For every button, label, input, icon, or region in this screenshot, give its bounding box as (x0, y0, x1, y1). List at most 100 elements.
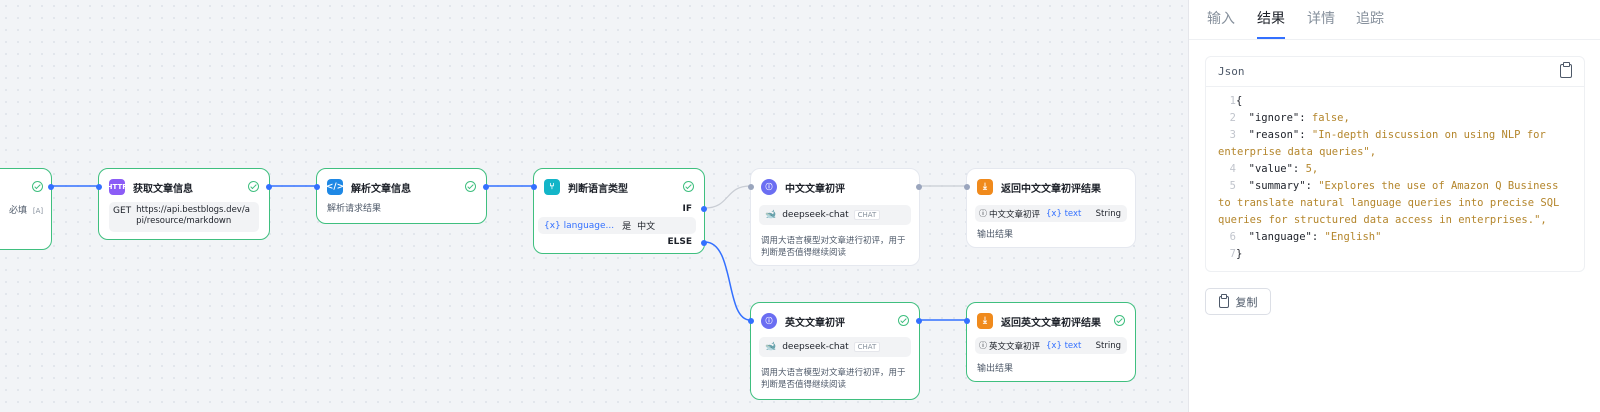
code-line: "value": 5, (1248, 163, 1319, 175)
node-cn-article-eval[interactable]: ⓘ 中文文章初评 🐋 deepseek-chat CHAT 调用大语言模型对文章… (748, 168, 922, 266)
model-name: deepseek-chat (782, 210, 849, 220)
code-line: "ignore": false, (1248, 112, 1350, 124)
code-line-wrap: to translate natural language queries in… (1218, 197, 1560, 209)
start-node[interactable]: 必填 [A] (0, 168, 54, 250)
code-line-wrap: queries for structured data access in en… (1218, 214, 1547, 226)
model-name: deepseek-chat (782, 342, 849, 352)
panel-tabs: 输入 结果 详情 追踪 (1189, 0, 1600, 40)
json-value: "In-depth discussion on using NLP for (1311, 129, 1546, 141)
param-name: 英文文章初评 (989, 341, 1041, 352)
input-port[interactable] (96, 184, 102, 190)
success-check-icon (898, 315, 909, 326)
code-line: "summary": "Explores the use of Amazon Q… (1248, 180, 1559, 192)
param-type: String (1095, 340, 1121, 351)
success-check-icon (248, 181, 259, 192)
success-check-icon (465, 181, 476, 192)
node-description: 输出结果 (977, 364, 1014, 374)
workflow-edges (52, 185, 966, 321)
param-name: 中文文章初评 (989, 209, 1041, 220)
json-key: "value" (1248, 163, 1293, 175)
param-variable: {x} text (1046, 208, 1082, 219)
model-chip: 🐋 deepseek-chat CHAT (759, 337, 911, 357)
node-fetch-article[interactable]: HTTP 获取文章信息 GET https://api.bestblogs.de… (96, 168, 272, 240)
input-port[interactable] (964, 184, 970, 190)
json-value: "English" (1324, 231, 1382, 243)
node-parse-article[interactable]: </> 解析文章信息 解析请求结果 (314, 168, 489, 224)
copy-label: 复制 (1235, 295, 1258, 309)
json-key: "language" (1248, 231, 1312, 243)
result-panel: 输入 结果 详情 追踪 Json 1{2 "ignore": false,3 "… (1188, 0, 1600, 412)
node-en-article-eval[interactable]: ⓘ 英文文章初评 🐋 deepseek-chat CHAT 调用大语言模型对文章… (748, 302, 922, 400)
output-port[interactable] (266, 184, 272, 190)
code-line: "reason": "In-depth discussion on using … (1248, 129, 1546, 141)
tab-input[interactable]: 输入 (1207, 11, 1235, 27)
json-key: "reason" (1248, 129, 1300, 141)
json-key: "ignore" (1248, 112, 1300, 124)
tab-detail[interactable]: 详情 (1307, 11, 1335, 27)
output-icon: ⤓ (977, 313, 993, 329)
output-param-row: ⓘ 英文文章初评 {x} text String (975, 337, 1127, 354)
node-en-return[interactable]: ⤓ 返回英文文章初评结果 ⓘ 英文文章初评 {x} text String 输出… (964, 302, 1136, 382)
model-icon: 🐋 (765, 210, 777, 220)
input-port[interactable] (964, 318, 970, 324)
node-title: 中文文章初评 (785, 183, 845, 195)
code-icon: </> (326, 179, 344, 195)
line-number: 7 (1229, 248, 1236, 260)
json-value: false, (1311, 112, 1350, 124)
clipboard-icon (1218, 293, 1229, 308)
else-port[interactable] (701, 240, 707, 246)
output-icon: ⤓ (977, 179, 993, 195)
branch-icon: ⑂ (544, 179, 560, 195)
param-type: String (1095, 208, 1121, 219)
tab-result[interactable]: 结果 (1257, 8, 1285, 39)
code-line: { (1236, 95, 1243, 107)
condition-operator: 是 (622, 222, 632, 232)
input-port[interactable] (314, 184, 320, 190)
node-title: 获取文章信息 (133, 183, 193, 195)
node-title: 返回英文文章初评结果 (1001, 317, 1101, 329)
http-icon: HTTP (107, 179, 127, 195)
copy-button[interactable]: 复制 (1205, 288, 1271, 315)
node-cn-return[interactable]: ⤓ 返回中文文章初评结果 ⓘ 中文文章初评 {x} text String 输出… (964, 168, 1136, 248)
line-number: 4 (1229, 163, 1236, 175)
json-key: "summary" (1248, 180, 1306, 192)
line-number: 2 (1229, 112, 1236, 124)
param-variable: {x} text (1046, 340, 1082, 351)
tab-trace[interactable]: 追踪 (1356, 11, 1384, 27)
http-method: GET (113, 206, 132, 216)
model-chip: 🐋 deepseek-chat CHAT (759, 205, 911, 225)
node-judge-language[interactable]: ⑂ 判断语言类型 IF {x} language... 是 中文 ELSE (531, 168, 707, 254)
edge-judge-en (704, 241, 751, 321)
node-title: 解析文章信息 (351, 183, 411, 195)
if-port[interactable] (701, 206, 707, 212)
success-check-icon (1114, 315, 1125, 326)
required-label: 必填 (9, 206, 28, 216)
input-port[interactable] (748, 318, 754, 324)
output-port[interactable] (483, 184, 489, 190)
workflow-canvas[interactable]: 必填 [A] HTTP 获取文章信息 GET https://api.bestb… (0, 0, 1188, 412)
llm-icon: ⓘ (761, 179, 777, 195)
output-port[interactable] (48, 184, 54, 190)
model-icon: 🐋 (765, 342, 777, 352)
info-icon: ⓘ (979, 209, 987, 218)
node-description: 调用大语言模型对文章进行初评，用于判断是否值得继续阅读 (761, 236, 906, 258)
edge-judge-cn (704, 185, 751, 209)
output-param-row: ⓘ 中文文章初评 {x} text String (975, 205, 1127, 222)
input-port[interactable] (748, 184, 754, 190)
request-url: https://api.bestblogs.dev/api/resource/m… (136, 205, 250, 226)
condition-variable: {x} language... (544, 220, 615, 231)
code-line: "language": "English" (1248, 231, 1382, 243)
output-port[interactable] (916, 184, 922, 190)
code-line: } (1236, 248, 1243, 260)
llm-icon: ⓘ (761, 313, 777, 329)
node-title: 英文文章初评 (785, 317, 845, 329)
line-number: 5 (1229, 180, 1236, 192)
clipboard-icon[interactable] (1560, 62, 1572, 78)
node-description: 调用大语言模型对文章进行初评，用于判断是否值得继续阅读 (761, 368, 906, 390)
output-port[interactable] (916, 318, 922, 324)
success-check-icon (683, 181, 694, 192)
input-port[interactable] (531, 184, 537, 190)
condition-chip: {x} language... 是 中文 (538, 217, 696, 234)
success-check-icon (32, 181, 43, 192)
json-value: "Explores the use of Amazon Q Business (1318, 180, 1559, 192)
